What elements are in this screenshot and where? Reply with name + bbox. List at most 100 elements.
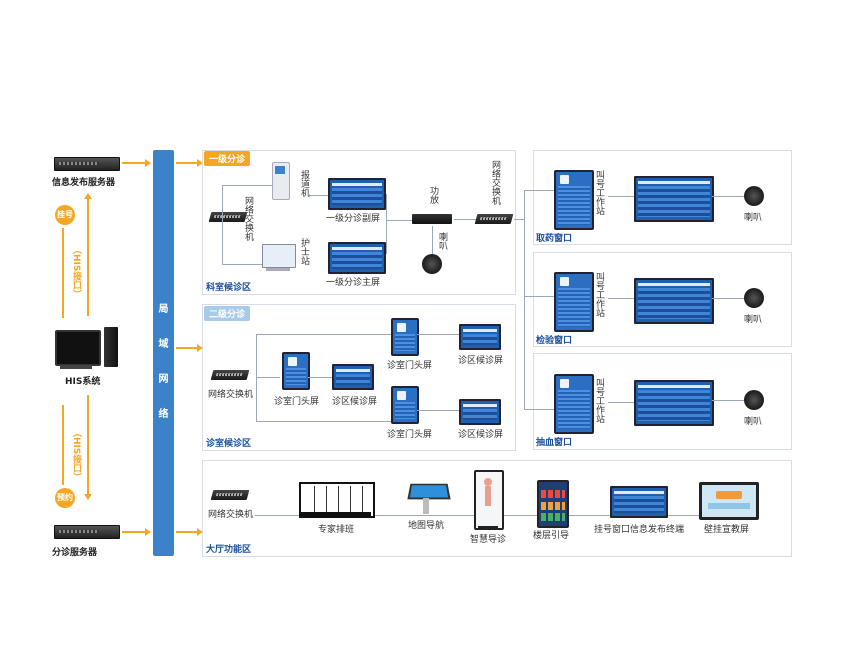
door-screen-1-icon xyxy=(282,352,310,390)
s1-screens-vline xyxy=(386,194,387,254)
s2-bottom-hline xyxy=(256,421,391,422)
window-1-speaker-icon xyxy=(744,186,764,206)
s2-door1-to-wait1 xyxy=(308,377,332,378)
arrow-bus-to-s3 xyxy=(176,528,203,536)
s1-line-to-sub xyxy=(310,195,328,196)
checkin-kiosk-screen-icon xyxy=(275,166,285,174)
smart-guide-label: 智慧导诊 xyxy=(470,535,507,545)
door-screen-1-label: 诊室门头屏 xyxy=(274,397,320,407)
bus-char-2: 域 xyxy=(158,339,169,350)
s1-right-switch-label: 网络交换机 xyxy=(490,160,500,205)
wait-screen-1-icon xyxy=(332,364,374,390)
info-server-label: 信息发布服务器 xyxy=(52,178,116,188)
window-3-station-to-screen xyxy=(608,402,634,403)
arrow-bus-to-s1 xyxy=(176,159,203,167)
s1-line-to-nurse xyxy=(222,264,262,265)
section2-title: 诊室候诊区 xyxy=(206,439,252,449)
main-screen-icon xyxy=(328,242,386,274)
smart-guide-base-icon xyxy=(478,526,498,529)
amplifier-icon xyxy=(412,214,452,224)
main-screen-label: 一级分诊主屏 xyxy=(326,278,381,288)
door-screen-2-icon xyxy=(391,318,419,356)
section2-tag: 二级分诊 xyxy=(204,306,251,321)
his-upper-arrow-line xyxy=(87,196,89,316)
s2-switch-icon xyxy=(210,370,250,380)
his-upper-down-line xyxy=(62,228,64,318)
window-1-title: 取药窗口 xyxy=(536,234,573,244)
wait-screen-1-label: 诊区候诊屏 xyxy=(332,397,378,407)
s1-speaker-icon xyxy=(422,254,442,274)
map-navigation-icon xyxy=(407,483,451,500)
arrow-info-to-bus xyxy=(122,159,151,167)
window-2-title: 检验窗口 xyxy=(536,336,573,346)
s2-switch-label: 网络交换机 xyxy=(208,390,254,400)
window-2-screen-to-speaker xyxy=(712,298,744,299)
section3-title: 大厅功能区 xyxy=(206,545,252,555)
his-lower-up-line xyxy=(62,405,64,485)
s1-line-to-speaker xyxy=(432,226,433,254)
secondary-screen-label: 一级分诊副屏 xyxy=(326,214,381,224)
his-system-label: HIS系统 xyxy=(65,377,101,387)
window-2-link xyxy=(524,296,554,297)
s2-mid-hline xyxy=(256,377,280,378)
wall-screen-icon xyxy=(699,482,759,520)
s1-switch-icon xyxy=(208,212,248,222)
window-3-station-label: 叫号工作站 xyxy=(594,378,604,423)
windows-trunk-vline xyxy=(524,190,525,410)
his-monitor-icon xyxy=(55,330,101,366)
nurse-station-label: 护士站 xyxy=(299,238,309,265)
s1-line-to-amp xyxy=(386,220,412,221)
floor-guide-label: 楼层引导 xyxy=(533,531,570,541)
window-3-link xyxy=(524,409,554,410)
window-1-station-to-screen xyxy=(608,196,634,197)
window-2-speaker-icon xyxy=(744,288,764,308)
s3-switch-label: 网络交换机 xyxy=(208,510,254,520)
floor-guide-icon xyxy=(537,480,569,528)
door-screen-3-icon xyxy=(391,386,419,424)
his-upper-arrow-head xyxy=(84,193,92,199)
wait-screen-3-label: 诊区候诊屏 xyxy=(458,430,504,440)
door-screen-3-label: 诊室门头屏 xyxy=(387,430,433,440)
s2-door3-to-wait3 xyxy=(417,410,459,411)
his-lower-arrow-line xyxy=(87,395,89,495)
his-tower-icon xyxy=(104,327,118,367)
arrow-triage-to-bus xyxy=(122,528,151,536)
secondary-screen-icon xyxy=(328,178,386,210)
window-2-station-to-screen xyxy=(608,298,634,299)
map-navigation-label: 地图导航 xyxy=(408,521,445,531)
window-1-link xyxy=(524,190,554,191)
door-screen-2-label: 诊室门头屏 xyxy=(387,361,433,371)
nurse-station-icon xyxy=(262,244,296,268)
window-2-station-icon xyxy=(554,272,594,332)
window-2-speaker-label: 喇叭 xyxy=(744,315,763,325)
window-1-station-label: 叫号工作站 xyxy=(594,170,604,215)
triage-server-icon xyxy=(54,525,120,539)
section1-tag: 一级分诊 xyxy=(204,151,251,166)
wait-screen-3-icon xyxy=(459,399,501,425)
his-keyboard-icon xyxy=(60,365,92,369)
his-interface-upper-label: （HIS接口） xyxy=(71,245,81,299)
s1-line-to-switch2 xyxy=(454,219,476,220)
bus-char-4: 络 xyxy=(158,409,169,420)
checkin-kiosk-label: 报道机 xyxy=(299,170,309,197)
triage-server-label: 分诊服务器 xyxy=(52,548,98,558)
window-3-screen-to-speaker xyxy=(712,400,744,401)
wall-screen-label: 壁挂宣教屏 xyxy=(704,525,750,535)
s2-top-hline xyxy=(256,334,391,335)
appointment-badge: 预约 xyxy=(55,488,75,508)
register-badge: 挂号 xyxy=(55,205,75,225)
expert-schedule-label: 专家排班 xyxy=(318,525,355,535)
window-1-speaker-label: 喇叭 xyxy=(744,213,763,223)
his-lower-arrow-head xyxy=(84,494,92,500)
window-2-screen-icon xyxy=(634,278,714,324)
registration-terminal-icon xyxy=(610,486,668,518)
section1-title: 科室候诊区 xyxy=(206,283,252,293)
info-server-icon xyxy=(54,157,120,171)
arrow-bus-to-s2 xyxy=(176,344,203,352)
window-3-screen-icon xyxy=(634,380,714,426)
s1-line-to-kiosk xyxy=(222,185,272,186)
s1-right-switch-icon xyxy=(474,214,514,224)
nurse-keyboard-icon xyxy=(266,268,290,271)
window-3-station-icon xyxy=(554,374,594,434)
s1-line-to-windows xyxy=(514,219,524,220)
